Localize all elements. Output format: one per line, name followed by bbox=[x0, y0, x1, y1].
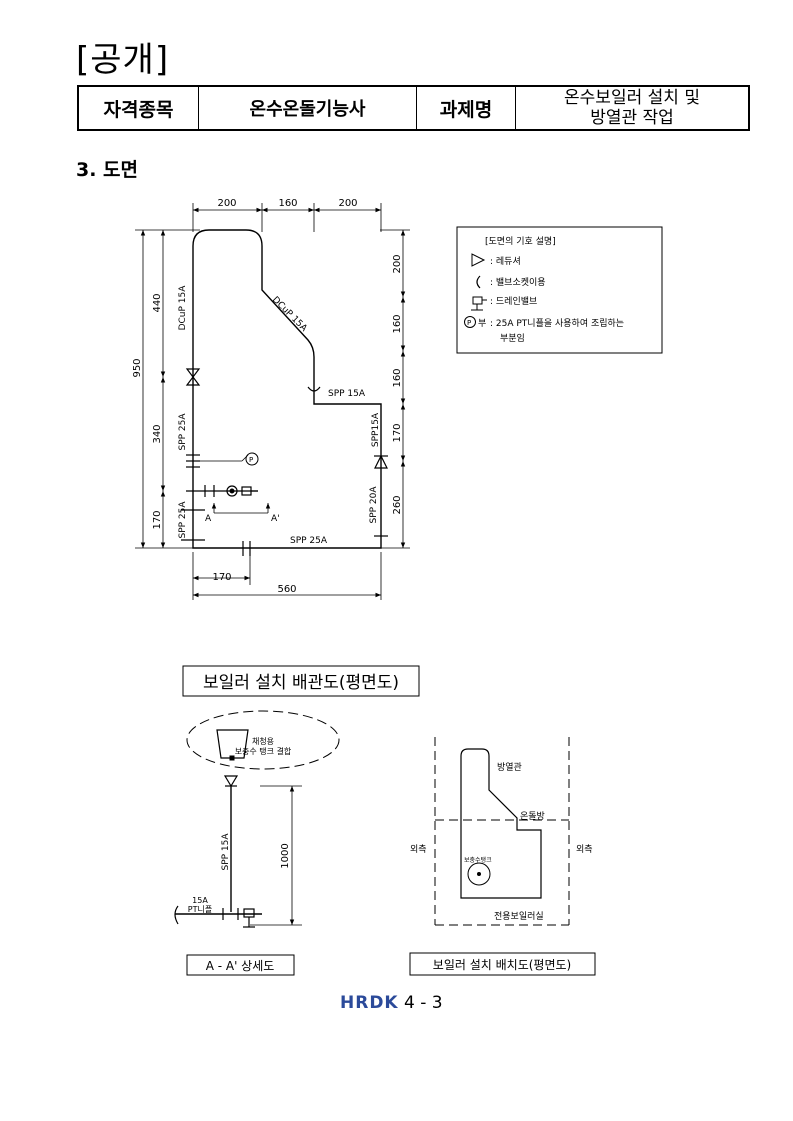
legend-item-valve-socket: : 밸브소켓이용 bbox=[490, 277, 546, 288]
label-spp25a-lower: SPP 25A bbox=[178, 501, 188, 539]
public-badge: [공개] bbox=[76, 40, 170, 80]
layout-drawing bbox=[434, 737, 570, 926]
task-label: 과제명 bbox=[416, 85, 516, 131]
layout-caption: 보일러 설치 배치도(평면도) bbox=[433, 958, 571, 972]
header-table: 자격종목 온수온돌기능사 과제명 온수보일러 설치 및 방열관 작업 bbox=[77, 85, 750, 131]
dim-right-5: 260 bbox=[392, 495, 403, 514]
main-piping-drawing bbox=[135, 203, 410, 600]
detail-drawing-labels: 채청용 보충수 탱크 결합 SPP 15A 1000 15A PT니플 bbox=[188, 736, 292, 914]
pt-marker-label: P bbox=[249, 456, 253, 464]
nipple-label-line1: 15A bbox=[192, 896, 208, 905]
qualification-value: 온수온돌기능사 bbox=[198, 85, 417, 131]
detail-caption: A - A' 상세도 bbox=[206, 959, 275, 973]
section-a-label: A bbox=[205, 514, 212, 524]
label-dcup-diag: DCuP 15A bbox=[270, 295, 309, 334]
pt-icon bbox=[464, 316, 476, 328]
dim-bottom-2: 560 bbox=[277, 584, 296, 595]
legend-pt-suffix: 부 bbox=[478, 318, 486, 329]
qualification-label: 자격종목 bbox=[77, 85, 199, 131]
section-a-prime-label: A' bbox=[271, 514, 280, 524]
page-footer: HRDK 4 - 3 bbox=[340, 993, 443, 1013]
legend-box: [도면의 기호 설명] : 레듀셔 : 밸브소켓이용 : 드레인밸브 P 부 :… bbox=[456, 226, 663, 354]
piping-plan-caption-box bbox=[182, 665, 420, 697]
tank-label-line1: 채청용 bbox=[252, 736, 274, 746]
hrdk-logo: HRDK bbox=[340, 993, 399, 1013]
detail-height-label: 1000 bbox=[280, 843, 291, 868]
layout-drawing-labels: 방열관 온돌방 외측 외측 보충수탱크 전용보일러실 bbox=[410, 762, 593, 922]
legend-pt-line2: 부분임 bbox=[500, 332, 525, 344]
dim-top-3: 200 bbox=[338, 198, 357, 209]
dim-left-2: 340 bbox=[152, 424, 163, 443]
dim-right-3: 160 bbox=[392, 368, 403, 387]
dim-right-2: 160 bbox=[392, 314, 403, 333]
drain-valve-icon bbox=[471, 296, 487, 311]
nipple-label-line2: PT니플 bbox=[188, 904, 212, 914]
legend-pt-line1: : 25A PT니플을 사용하여 조립하는 bbox=[490, 317, 624, 329]
label-dcup-left: DCuP 15A bbox=[178, 285, 188, 331]
valve-socket-icon bbox=[476, 275, 481, 289]
label-spp15a-right: SPP15A bbox=[371, 412, 381, 447]
label-floor-room: 온돌방 bbox=[520, 811, 545, 822]
dim-top-2: 160 bbox=[278, 198, 297, 209]
dim-bottom-1: 170 bbox=[212, 572, 231, 583]
label-spp20a: SPP 20A bbox=[369, 486, 379, 524]
label-boiler-room: 전용보일러실 bbox=[494, 911, 544, 922]
dim-top-1: 200 bbox=[217, 198, 236, 209]
dim-right-1: 200 bbox=[392, 254, 403, 273]
label-outside-left: 외측 bbox=[410, 843, 427, 855]
task-value: 온수보일러 설치 및 방열관 작업 bbox=[515, 85, 750, 131]
dim-right-4: 170 bbox=[392, 423, 403, 442]
legend-item-drain-valve: : 드레인밸브 bbox=[490, 296, 537, 307]
legend-title: [도면의 기호 설명] bbox=[485, 236, 556, 247]
task-value-line2: 방열관 작업 bbox=[590, 108, 674, 128]
dim-left-total: 950 bbox=[132, 358, 143, 377]
label-radiator: 방열관 bbox=[497, 762, 522, 773]
detail-drawing bbox=[174, 710, 340, 928]
tank-label-line2: 보충수 탱크 결합 bbox=[235, 746, 292, 756]
label-outside-right: 외측 bbox=[576, 843, 593, 855]
dim-left-1: 440 bbox=[152, 293, 163, 312]
legend-pt-prefix: P bbox=[467, 319, 471, 327]
dim-left-3: 170 bbox=[152, 510, 163, 529]
legend-item-reducer: : 레듀셔 bbox=[490, 256, 521, 267]
label-tank: 보충수탱크 bbox=[464, 856, 492, 864]
task-value-line1: 온수보일러 설치 및 bbox=[564, 88, 700, 108]
detail-pipe-label: SPP 15A bbox=[221, 833, 231, 871]
label-spp25a-bottom: SPP 25A bbox=[290, 536, 328, 546]
label-spp25a-left: SPP 25A bbox=[178, 413, 188, 451]
reducer-icon bbox=[471, 253, 486, 267]
label-spp15a-top: SPP 15A bbox=[328, 389, 366, 399]
main-drawing-labels: 200 160 200 950 440 340 170 200 160 160 … bbox=[132, 198, 403, 595]
detail-caption-box bbox=[186, 954, 295, 976]
layout-caption-box bbox=[409, 952, 596, 976]
section-title: 3. 도면 bbox=[76, 159, 139, 181]
piping-plan-caption: 보일러 설치 배관도(평면도) bbox=[203, 673, 399, 693]
page-number: 4 - 3 bbox=[404, 993, 443, 1013]
